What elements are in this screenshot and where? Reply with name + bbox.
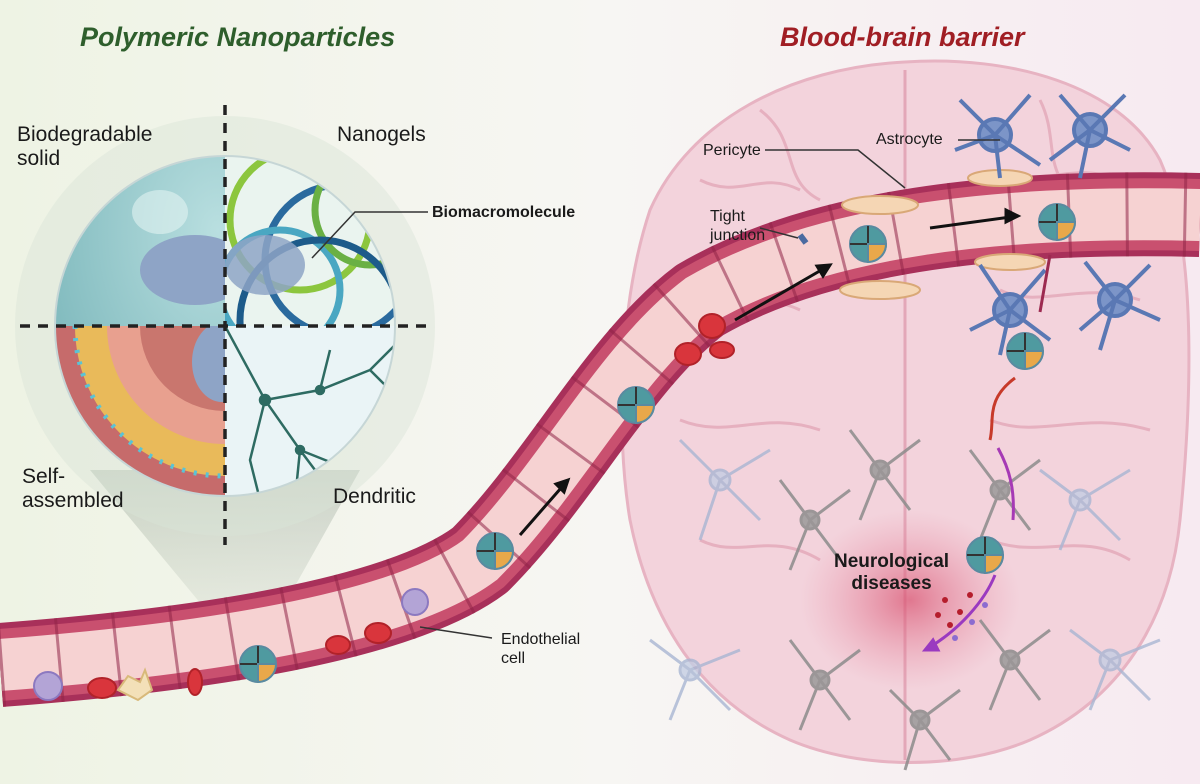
label-biomacromolecule: Biomacromolecule — [432, 204, 576, 221]
nanoparticle-1 — [239, 645, 278, 684]
astrocytes — [954, 93, 1161, 356]
nanogels-quadrant — [225, 156, 395, 326]
label-dendritic: Dendritic — [333, 485, 416, 508]
astrocyte-2 — [1048, 93, 1131, 179]
label-tight-junction: Tight junction — [710, 208, 766, 245]
astrocyte-3 — [969, 263, 1052, 356]
self-assembled-quadrant — [55, 326, 225, 496]
grey-neurons — [778, 429, 1051, 771]
nanoparticle-3 — [617, 386, 656, 425]
tight-junction-marker — [797, 233, 809, 245]
neuron-9 — [978, 619, 1051, 711]
arrow-4 — [1038, 254, 1052, 313]
neuron-2 — [649, 638, 741, 721]
background-neurons — [649, 438, 1161, 721]
flow-arrows — [518, 207, 1052, 652]
nanoparticle-6 — [1006, 332, 1045, 371]
neuron-7 — [968, 449, 1041, 541]
label-astrocyte: Astrocyte — [876, 131, 943, 148]
neuron-8 — [788, 639, 861, 731]
label-pericyte: Pericyte — [703, 142, 761, 159]
neuron-5 — [778, 479, 851, 571]
label-neurological-diseases: Neurological diseases — [834, 551, 950, 594]
zoom-funnel — [90, 470, 360, 645]
neuron-6 — [848, 429, 921, 521]
nanoparticle-2 — [476, 532, 515, 571]
arrow-3 — [929, 214, 1019, 230]
dendritic-quadrant — [225, 326, 395, 496]
neuron-1 — [678, 438, 771, 541]
pericyte-cells — [839, 169, 1046, 300]
nanoparticle-types-sphere — [15, 105, 435, 545]
nanoparticles — [239, 203, 1077, 684]
nanoparticle-4 — [849, 225, 888, 264]
title-blood-brain-barrier: Blood-brain barrier — [780, 22, 1025, 52]
biodegradable-solid-quadrant — [55, 156, 225, 326]
nanoparticle-7 — [966, 536, 1005, 575]
arrow-6 — [996, 447, 1015, 521]
drug-release-dots — [935, 592, 988, 641]
astrocyte-1 — [954, 93, 1042, 179]
neuron-4 — [1069, 628, 1161, 711]
arrow-5 — [988, 376, 1016, 441]
nanoparticle-5 — [1038, 203, 1077, 242]
platelet — [116, 667, 154, 702]
biomacromolecule-blob — [140, 235, 225, 305]
arrow-2 — [734, 263, 831, 322]
title-polymeric-nanoparticles: Polymeric Nanoparticles — [80, 22, 396, 52]
astrocyte-4 — [1078, 260, 1161, 351]
white-blood-cells — [33, 588, 429, 701]
neuron-10 — [888, 688, 961, 771]
label-endothelial-cell: Endothelial cell — [501, 631, 581, 668]
label-self-assembled: Self- assembled — [22, 465, 124, 513]
red-blood-cells — [87, 313, 735, 699]
label-biodegradable-solid: Biodegradable solid — [17, 123, 153, 171]
leader-lines — [311, 139, 1000, 639]
neuron-3 — [1039, 468, 1131, 551]
label-nanogels: Nanogels — [337, 123, 426, 146]
quadrant-dividers — [20, 105, 430, 545]
